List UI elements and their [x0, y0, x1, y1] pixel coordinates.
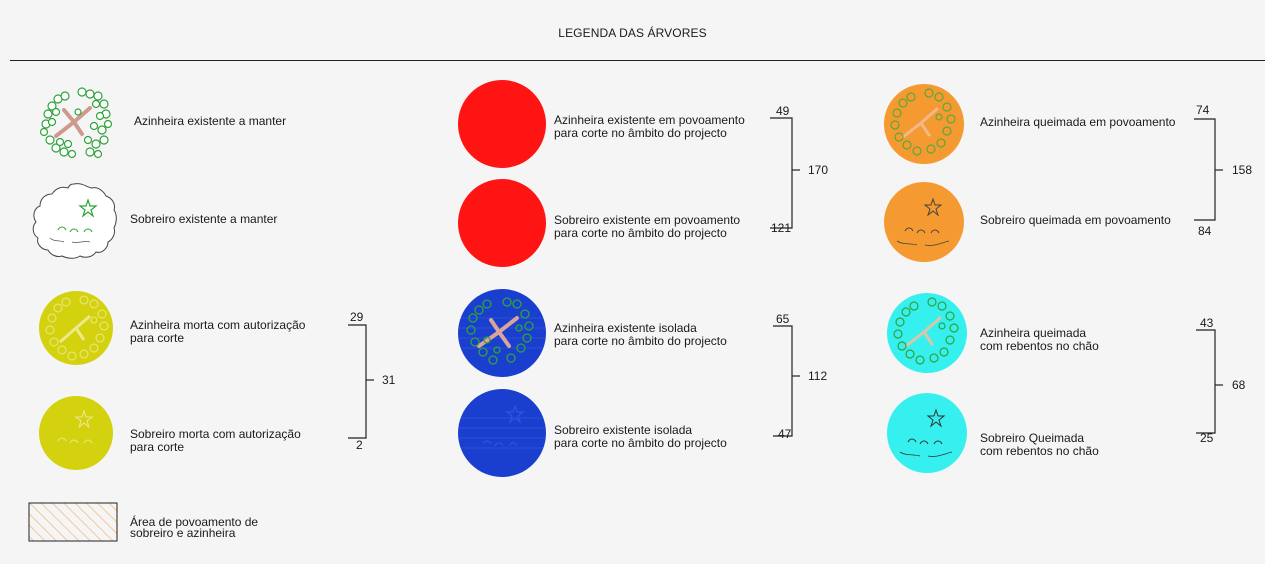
label-azinheira-manter: Azinheira existente a manter	[134, 114, 287, 128]
count-sobreiro-queimada: 84	[1198, 224, 1212, 238]
count-queimada-total: 158	[1232, 163, 1253, 177]
sobreiro-rebentos-symbol	[887, 393, 967, 473]
label-line-2: para corte no âmbito do projecto	[554, 126, 727, 140]
label-line-1: Sobreiro existente isolada	[554, 423, 693, 437]
label-line-1: Sobreiro Queimada	[980, 431, 1085, 445]
bracket-morta	[348, 324, 367, 439]
sobreiro-morta-symbol	[39, 396, 113, 470]
sobreiro-isolada-symbol	[458, 389, 546, 477]
azinheira-rebentos-symbol	[887, 293, 967, 373]
label-line-1: Sobreiro existente em povoamento	[554, 213, 741, 227]
label-sobreiro-morta: Sobreiro morta com autorização para cort…	[130, 428, 301, 454]
legend-title: LEGENDA DAS ÁRVORES	[558, 26, 707, 40]
count-azinheira-rebentos: 43	[1200, 316, 1214, 330]
label-azinheira-queimada: Azinheira queimada em povoamento	[980, 115, 1176, 129]
label-azinheira-rebentos: Azinheira queimada com rebentos no chão	[980, 327, 1099, 353]
label-area-povoamento: Área de povoamento de sobreiro e azinhei…	[130, 515, 259, 540]
label-line-2: com rebentos no chão	[980, 339, 1099, 353]
label-line-1: Sobreiro morta com autorização	[130, 427, 301, 441]
label-line-1: Azinheira existente em povoamento	[554, 113, 745, 127]
count-azinheira-queimada: 74	[1196, 103, 1210, 117]
label-sobreiro-isolada: Sobreiro existente isolada para corte no…	[554, 424, 727, 450]
azinheira-povoamento-symbol	[458, 80, 546, 168]
label-azinheira-povoamento: Azinheira existente em povoamento para c…	[554, 114, 745, 140]
label-sobreiro-rebentos: Sobreiro Queimada com rebentos no chão	[980, 432, 1099, 458]
title-divider	[10, 60, 1265, 61]
count-morta-total: 31	[382, 373, 396, 387]
azinheira-isolada-symbol	[458, 289, 546, 377]
label-sobreiro-queimada: Sobreiro queimada em povoamento	[980, 213, 1171, 227]
bracket-isolada	[773, 325, 793, 437]
count-rebentos-total: 68	[1232, 378, 1246, 392]
label-azinheira-morta: Azinheira morta com autorização para cor…	[130, 319, 305, 345]
count-azinheira-povoamento: 49	[776, 104, 790, 118]
label-line-2: com rebentos no chão	[980, 444, 1099, 458]
azinheira-symbol	[39, 87, 113, 159]
count-azinheira-isolada: 65	[776, 312, 790, 326]
label-line-2: para corte	[130, 331, 185, 345]
count-azinheira-morta: 29	[350, 310, 364, 324]
count-sobreiro-rebentos: 25	[1200, 431, 1214, 445]
label-azinheira-isolada: Azinheira existente isolada para corte n…	[554, 322, 727, 348]
bracket-rebentos	[1196, 329, 1216, 434]
azinheira-morta-symbol	[39, 291, 113, 365]
label-line-2: para corte no âmbito do projecto	[554, 334, 727, 348]
label-line-1: Azinheira morta com autorização	[130, 318, 306, 332]
sobreiro-povoamento-symbol	[458, 179, 546, 267]
azinheira-queimada-symbol	[884, 84, 964, 164]
bracket-povoamento	[770, 117, 793, 229]
count-sobreiro-povoamento: 121	[771, 221, 792, 235]
count-isolada-total: 112	[808, 369, 828, 383]
label-line-1: Área de povoamento de	[130, 515, 259, 529]
area-hatch-symbol	[28, 502, 118, 542]
label-line-1: Azinheira existente isolada	[554, 321, 697, 335]
label-line-2: para corte no âmbito do projecto	[554, 436, 727, 450]
label-line-2: para corte	[130, 440, 185, 454]
label-sobreiro-manter: Sobreiro existente a manter	[130, 212, 278, 226]
label-line-1: Azinheira queimada	[980, 326, 1087, 340]
count-sobreiro-morta: 2	[356, 438, 363, 452]
count-povoamento-total: 170	[808, 163, 829, 177]
label-sobreiro-povoamento: Sobreiro existente em povoamento para co…	[554, 214, 740, 240]
sobreiro-symbol	[32, 183, 117, 259]
label-line-2: para corte no âmbito do projecto	[554, 226, 727, 240]
label-line-2: sobreiro e azinheira	[130, 526, 236, 540]
count-sobreiro-isolada: 47	[778, 427, 792, 441]
bracket-queimada	[1194, 118, 1216, 221]
sobreiro-queimada-symbol	[884, 182, 964, 262]
